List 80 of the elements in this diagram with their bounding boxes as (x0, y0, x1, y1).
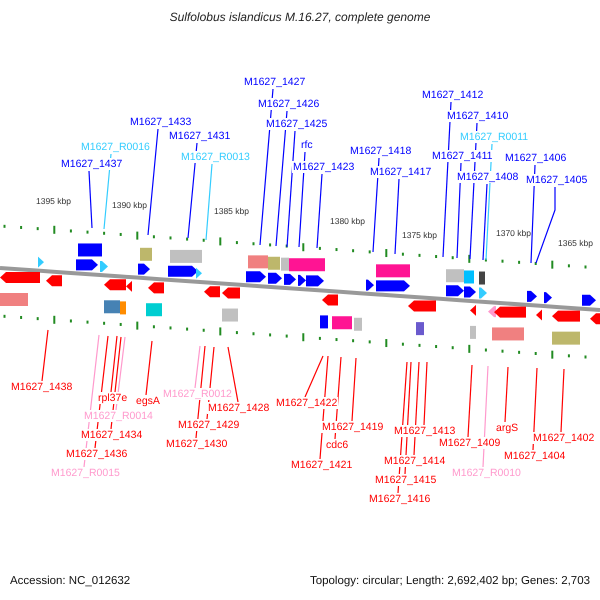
gene-label: M1627_1423 (292, 161, 356, 173)
leader-line (467, 364, 473, 438)
leader-line (530, 164, 536, 264)
leader-line (504, 366, 509, 422)
gene-label: M1627_1428 (207, 402, 270, 414)
gene-label: M1627_1431 (168, 130, 232, 142)
gene-label: argS (495, 422, 520, 434)
gene-label: M1627_1419 (321, 421, 384, 433)
scale-label: 1365 kbp (558, 238, 593, 248)
gene-label: M1627_R0015 (50, 467, 121, 479)
leader-line (88, 170, 93, 228)
gene-label: M1627_1436 (65, 448, 128, 460)
gene-label: M1627_1438 (10, 381, 74, 393)
gene-label: M1627_1434 (80, 429, 144, 441)
leader-line (41, 330, 49, 382)
gene-label: M1627_1413 (393, 425, 456, 437)
genome-summary-text: Topology: circular; Length: 2,692,402 bp; Genes: 2,703 (310, 575, 590, 587)
leader-line (423, 362, 428, 426)
gene-label: M1627_1406 (504, 152, 568, 164)
gene-label: M1627_1426 (257, 98, 320, 110)
gene-label: M1627_1410 (446, 110, 510, 122)
leader-line (560, 368, 565, 432)
gene-label: M1627_1422 (275, 397, 338, 409)
scale-label: 1375 kbp (402, 230, 437, 240)
scale-label: 1395 kbp (36, 196, 71, 206)
gene-label: M1627_1402 (532, 432, 596, 444)
gene-label: M1627_1412 (421, 89, 484, 101)
gene-label: M1627_1416 (368, 493, 432, 505)
gene-label: M1627_R0016 (80, 141, 151, 153)
leader-line (110, 336, 118, 392)
gene-label: M1627_1417 (369, 166, 432, 178)
gene-label: rpl37e (97, 392, 128, 404)
gene-label: egsA (135, 395, 161, 407)
leader-line (482, 184, 488, 260)
leader-line (351, 358, 357, 422)
gene-label: cdc6 (325, 439, 350, 451)
leader-line (194, 346, 201, 388)
gene-label: M1627_1404 (503, 450, 566, 462)
gene-label: M1627_1421 (290, 459, 354, 471)
gene-label: rfc (300, 139, 314, 151)
scale-label: 1385 kbp (214, 206, 249, 216)
gene-label: M1627_1409 (438, 437, 502, 449)
gene-label: M1627_R0011 (459, 131, 530, 143)
leader-line (298, 152, 306, 248)
gene-label: M1627_R0014 (83, 410, 154, 422)
leader-line (372, 158, 380, 252)
gene-label: M1627_1405 (525, 174, 588, 186)
scale-label: 1390 kbp (112, 200, 147, 210)
title: Sulfolobus islandicus M.16.27, complete genome (168, 11, 432, 23)
gene-label: M1627_1437 (60, 158, 124, 170)
leader-line (227, 346, 239, 402)
leader-line (286, 130, 296, 248)
gene-label: M1627_1408 (456, 171, 520, 183)
gene-label: M1627_1433 (129, 116, 192, 128)
gene-label: M1627_1415 (374, 474, 438, 486)
gene-label: M1627_R0013 (180, 151, 251, 163)
gene-label: M1627_1411 (431, 150, 494, 162)
leader-line (304, 356, 324, 398)
accession-text: Accession: NC_012632 (10, 575, 130, 587)
leader-line (316, 174, 323, 248)
gene-label: M1627_R0012 (162, 388, 233, 400)
gene-label: M1627_1418 (349, 145, 412, 157)
leader-line (456, 162, 462, 258)
leader-line (394, 178, 400, 254)
gene-label: M1627_1427 (243, 76, 306, 88)
gene-label: M1627_1414 (383, 455, 446, 467)
leader-line (205, 164, 213, 240)
leader-line (413, 362, 420, 456)
gene-label: M1627_1429 (177, 419, 240, 431)
leader-line (187, 142, 198, 238)
leader-line (535, 187, 556, 264)
gene-label: M1627_1425 (265, 118, 328, 130)
leader-line (482, 366, 489, 468)
scale-label: 1370 kbp (496, 228, 531, 238)
leader-line (145, 340, 153, 396)
scale-label: 1380 kbp (330, 216, 365, 226)
gene-label: M1627_1430 (165, 438, 228, 450)
leader-line (147, 128, 159, 236)
gene-label: M1627_R0010 (451, 467, 522, 479)
leader-line (275, 110, 288, 246)
